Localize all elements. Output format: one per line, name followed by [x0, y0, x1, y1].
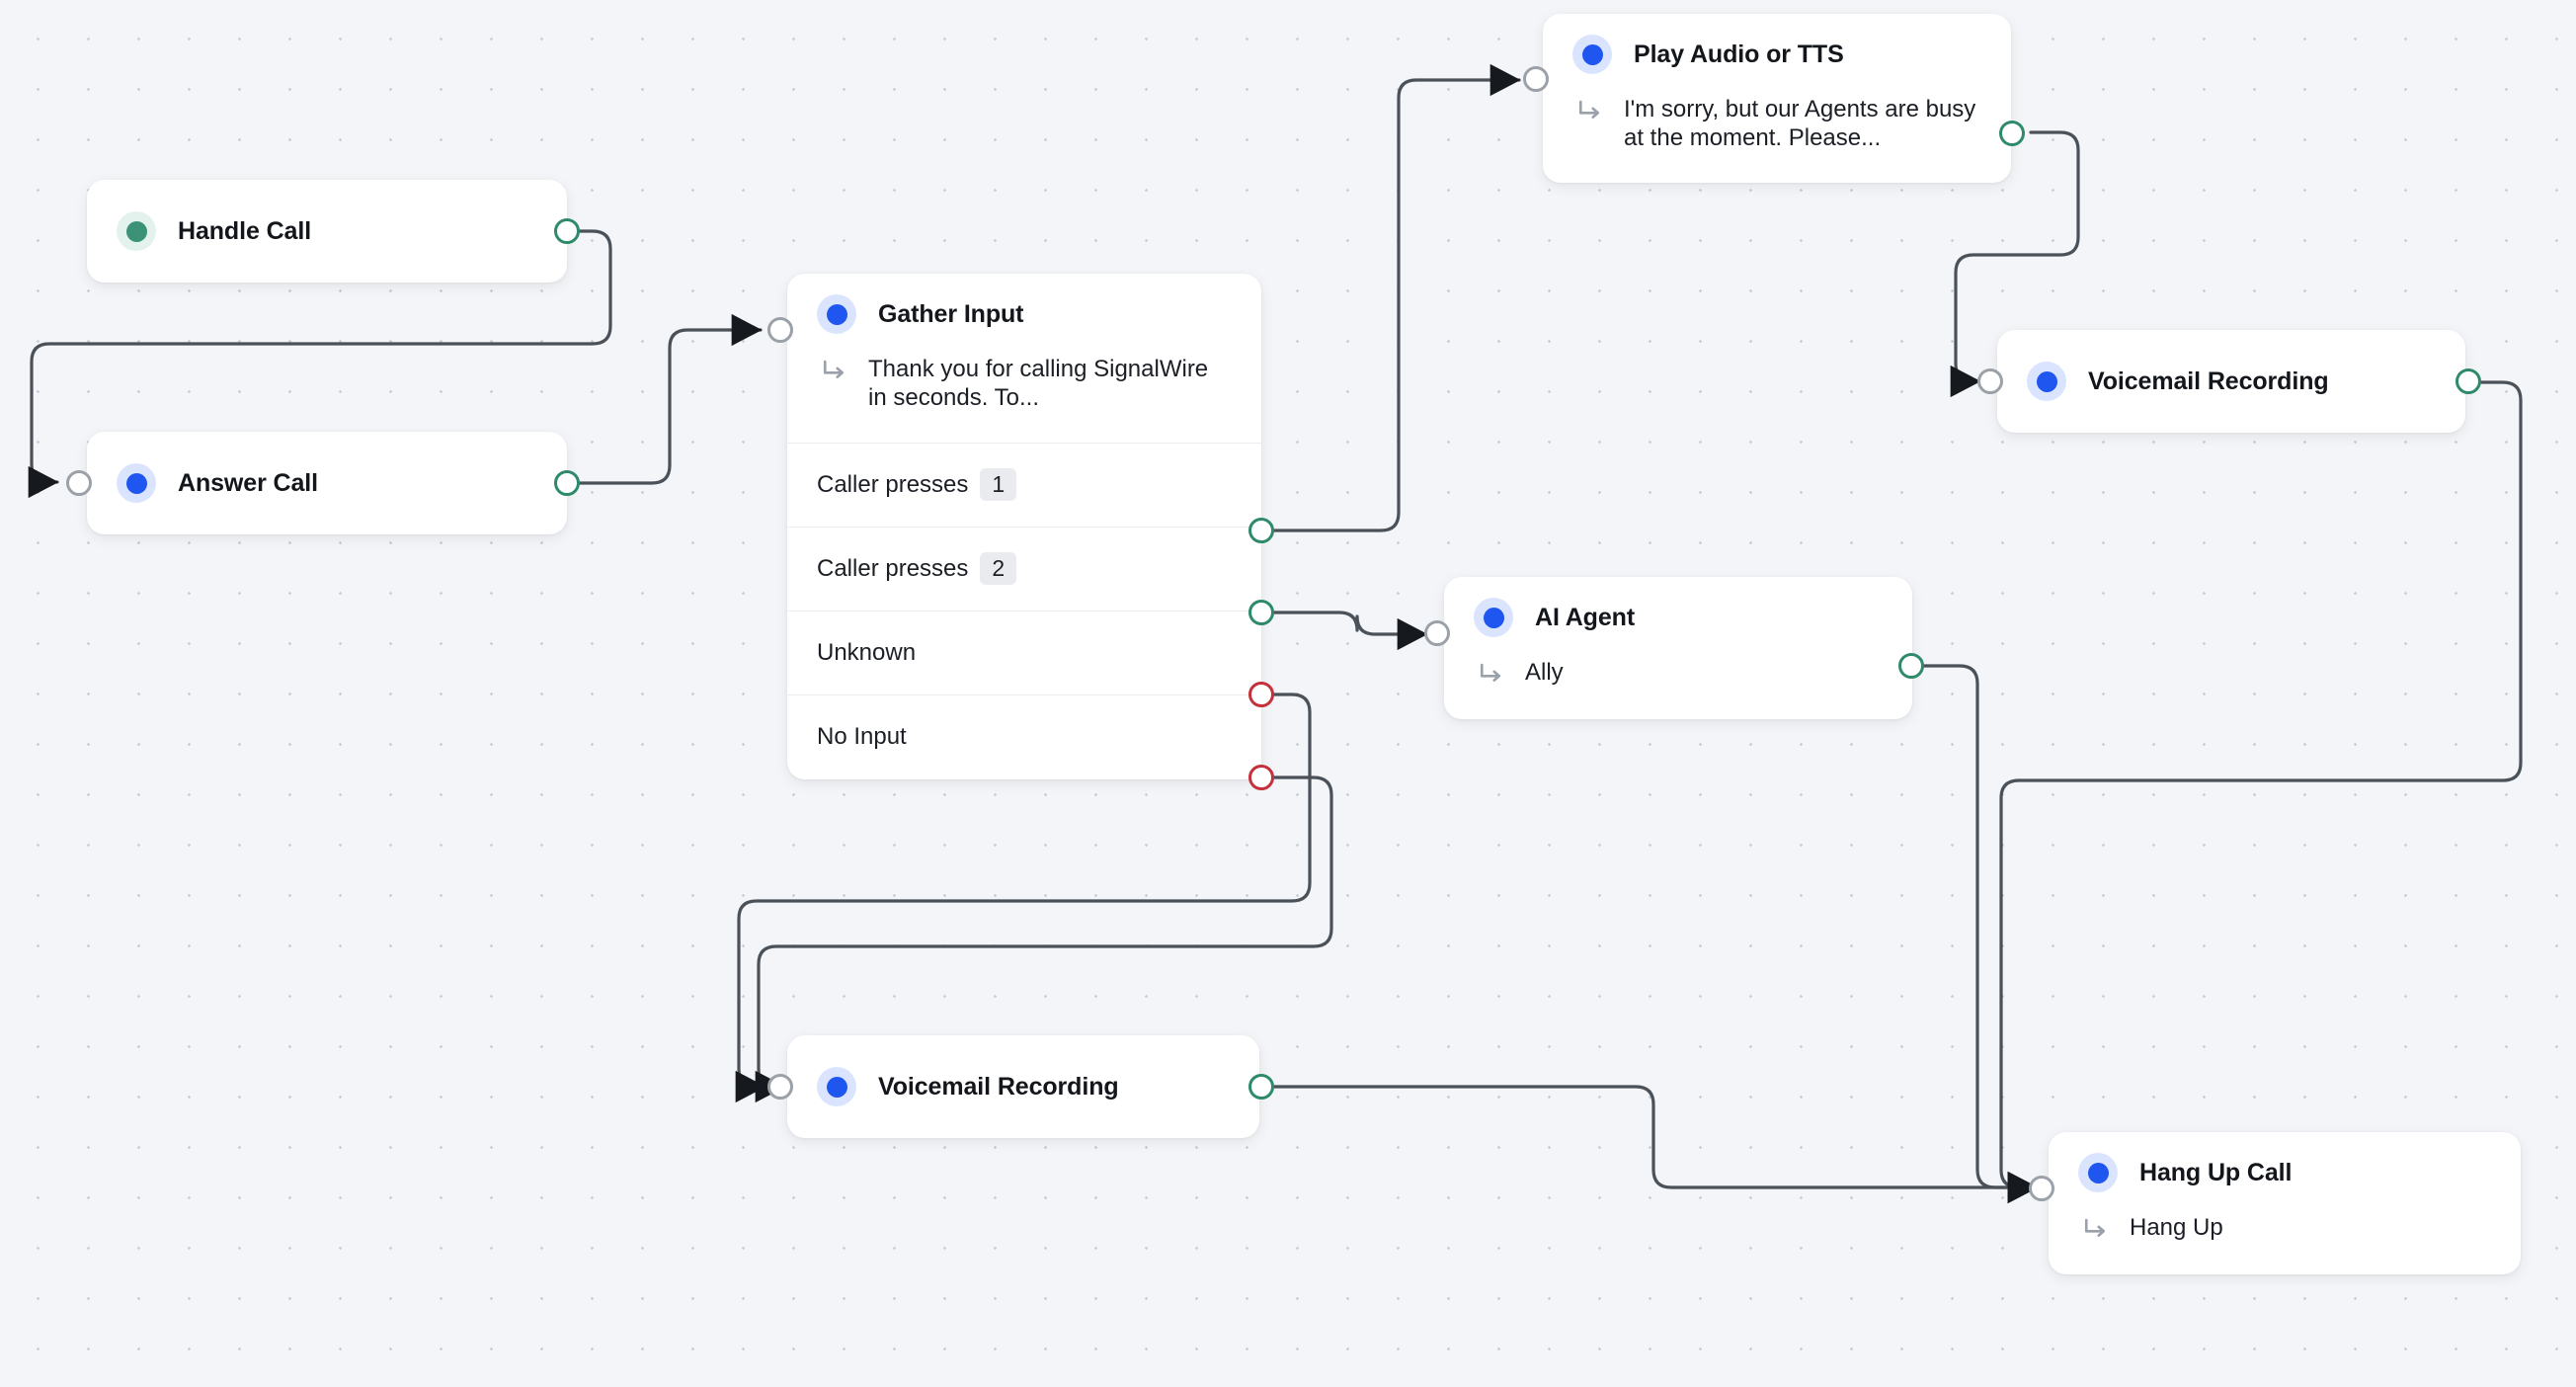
branch-chip: 1	[980, 467, 1017, 502]
node-header: Gather Input	[787, 274, 1261, 355]
port-out-ai-agent[interactable]	[1898, 653, 1924, 679]
port-out-handle-call[interactable]	[554, 218, 580, 244]
edge-voicemail-bottom-to-hang-up	[1272, 1085, 2039, 1204]
status-dot-blue-icon	[2078, 1153, 2118, 1192]
node-title: Voicemail Recording	[2088, 367, 2329, 395]
node-gather-input[interactable]: Gather Input Thank you for calling Signa…	[787, 274, 1261, 779]
status-dot-blue-icon	[817, 294, 856, 334]
port-out-gather-unknown[interactable]	[1248, 682, 1274, 707]
node-header: Handle Call	[87, 180, 567, 283]
branch-row-unknown[interactable]: Unknown	[787, 612, 1261, 695]
node-header: Answer Call	[87, 432, 567, 534]
edge-answer-call-to-gather-input	[565, 313, 763, 485]
status-dot-blue-icon	[1474, 598, 1513, 637]
node-voicemail-recording-right[interactable]: Voicemail Recording	[1997, 330, 2465, 433]
edge-ai-agent-to-hang-up	[1922, 664, 2039, 1204]
port-in-gather-input[interactable]	[767, 317, 793, 343]
branch-label: Caller presses	[817, 470, 969, 498]
branch-row-caller-presses-1[interactable]: Caller presses 1	[787, 444, 1261, 528]
port-in-play-audio-or-tts[interactable]	[1523, 66, 1549, 92]
return-arrow-icon	[1578, 100, 1600, 119]
node-subtitle-text: I'm sorry, but our Agents are busy at th…	[1624, 96, 1976, 152]
node-ai-agent[interactable]: AI Agent Ally	[1444, 577, 1912, 719]
node-header: Hang Up Call	[2049, 1132, 2521, 1213]
status-dot-green-icon	[117, 211, 156, 251]
node-subtitle-row: Thank you for calling SignalWire in seco…	[787, 355, 1261, 443]
node-subtitle-row: I'm sorry, but our Agents are busy at th…	[1543, 95, 2011, 183]
node-handle-call[interactable]: Handle Call	[87, 180, 567, 283]
node-play-audio-or-tts[interactable]: Play Audio or TTS I'm sorry, but our Age…	[1543, 14, 2011, 183]
port-in-voicemail-recording-bottom[interactable]	[767, 1074, 793, 1100]
branch-label: Caller presses	[817, 554, 969, 582]
node-title: Handle Call	[178, 216, 312, 245]
port-out-voicemail-recording-right[interactable]	[2455, 368, 2481, 394]
node-title: Voicemail Recording	[878, 1072, 1119, 1101]
node-subtitle-text: Ally	[1525, 659, 1564, 686]
node-header: Voicemail Recording	[1997, 330, 2465, 433]
node-header: Play Audio or TTS	[1543, 14, 2011, 95]
node-hang-up-call[interactable]: Hang Up Call Hang Up	[2049, 1132, 2521, 1274]
port-in-answer-call[interactable]	[66, 470, 92, 496]
port-out-answer-call[interactable]	[554, 470, 580, 496]
status-dot-blue-icon	[2027, 362, 2066, 401]
port-out-gather-no-input[interactable]	[1248, 765, 1274, 790]
node-subtitle-text: Hang Up	[2130, 1214, 2223, 1241]
branch-row-no-input[interactable]: No Input	[787, 695, 1261, 779]
return-arrow-icon	[2084, 1218, 2106, 1237]
node-title: AI Agent	[1535, 603, 1636, 631]
port-out-voicemail-recording-bottom[interactable]	[1248, 1074, 1274, 1100]
node-voicemail-recording-bottom[interactable]: Voicemail Recording	[787, 1035, 1259, 1138]
node-subtitle-row: Ally	[1444, 658, 1912, 719]
node-header: Voicemail Recording	[787, 1035, 1259, 1138]
port-in-voicemail-recording-right[interactable]	[1977, 368, 2003, 394]
branch-row-caller-presses-2[interactable]: Caller presses 2	[787, 528, 1261, 612]
node-title: Play Audio or TTS	[1634, 40, 1844, 68]
node-title: Answer Call	[178, 468, 319, 497]
branch-list: Caller presses 1 Caller presses 2 Unknow…	[787, 442, 1261, 779]
node-answer-call[interactable]: Answer Call	[87, 432, 567, 534]
node-header: AI Agent	[1444, 577, 1912, 658]
edge-gather-1-to-play-audio	[1272, 63, 1521, 532]
port-in-ai-agent[interactable]	[1424, 620, 1450, 646]
return-arrow-icon	[1480, 663, 1501, 682]
port-in-hang-up-call[interactable]	[2029, 1176, 2054, 1201]
return-arrow-icon	[823, 360, 845, 378]
port-out-gather-caller-presses-1[interactable]	[1248, 518, 1274, 543]
edge-voicemail-right-to-hang-up	[1999, 380, 2523, 1204]
node-title: Hang Up Call	[2139, 1158, 2293, 1186]
status-dot-blue-icon	[817, 1067, 856, 1106]
port-out-gather-caller-presses-2[interactable]	[1248, 600, 1274, 625]
edge-gather-2-to-ai-agent	[1272, 611, 1428, 651]
status-dot-blue-icon	[1572, 35, 1612, 74]
port-out-play-audio-or-tts[interactable]	[1999, 121, 2025, 146]
node-title: Gather Input	[878, 299, 1024, 328]
branch-label: No Input	[817, 723, 907, 751]
node-subtitle-row: Hang Up	[2049, 1213, 2521, 1274]
status-dot-blue-icon	[117, 463, 156, 503]
branch-label: Unknown	[817, 638, 917, 666]
branch-chip: 2	[980, 551, 1017, 586]
node-subtitle-text: Thank you for calling SignalWire in seco…	[868, 356, 1209, 412]
